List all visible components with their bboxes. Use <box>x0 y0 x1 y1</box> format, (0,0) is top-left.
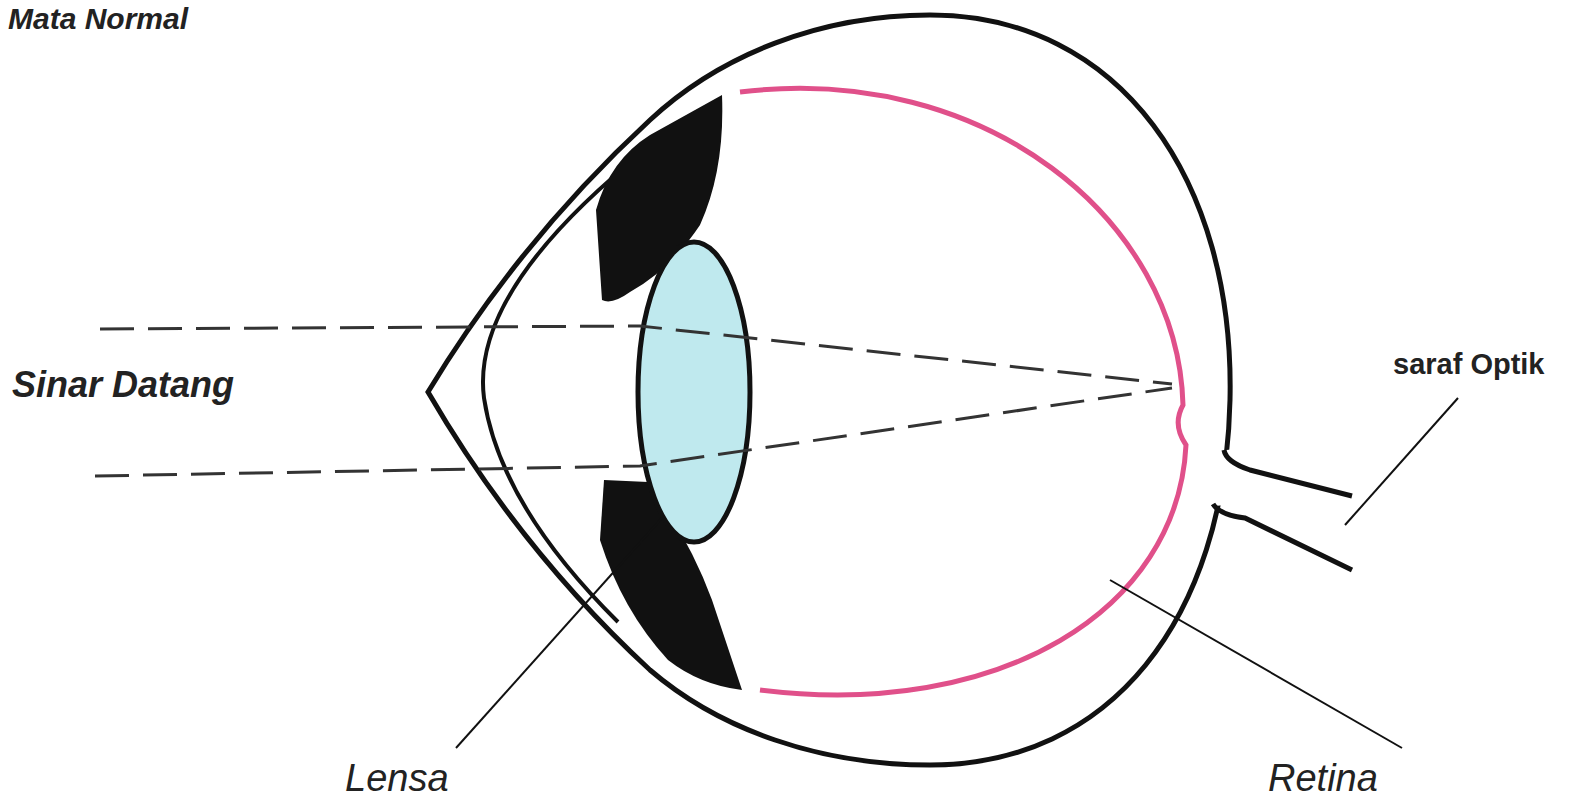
retina-layer <box>740 88 1186 695</box>
light-ray <box>95 388 1172 476</box>
light-ray <box>100 326 1172 384</box>
optic-nerve <box>1213 504 1352 570</box>
diagram-title: Mata Normal <box>8 2 188 35</box>
ray-label: Sinar Datang <box>12 365 234 405</box>
lens <box>638 242 750 542</box>
leader-line <box>1345 398 1458 525</box>
optic-nerve <box>1224 450 1352 496</box>
eyeball-outline <box>428 15 1230 765</box>
part-label: Lensa <box>345 758 449 800</box>
part-label: saraf Optik <box>1393 349 1545 381</box>
leader-line <box>1110 580 1402 748</box>
leader-line <box>456 518 662 748</box>
part-label: Retina <box>1268 758 1378 800</box>
